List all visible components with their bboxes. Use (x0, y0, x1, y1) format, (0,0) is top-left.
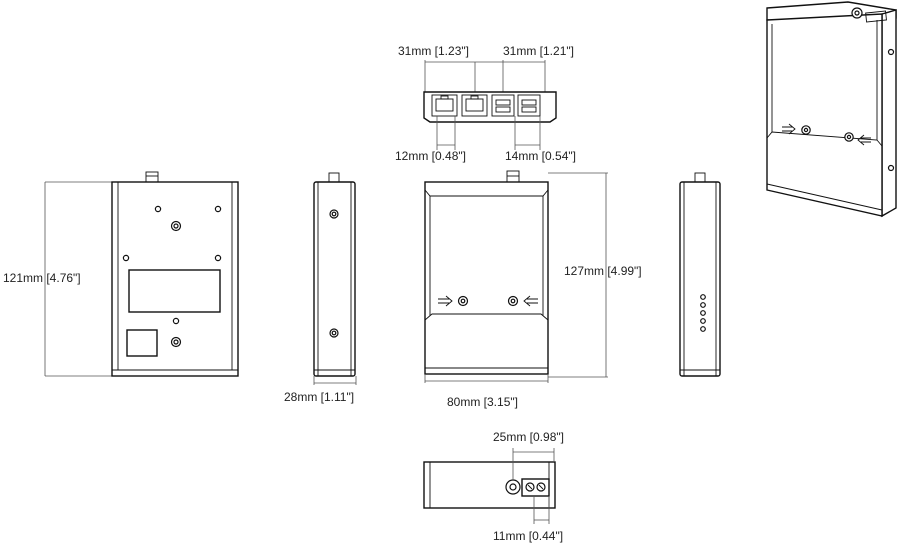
top-view: 31mm [1.23"] 31mm [1.21"] 12mm [0.48"] 1… (395, 44, 576, 163)
usb-width-label: 31mm [1.21"] (503, 44, 574, 58)
side-view-left: 28mm [1.11"] (284, 172, 357, 404)
rear-view: 121mm [4.76"] (3, 171, 239, 377)
isometric-view (766, 1, 897, 218)
usb-port-1 (491, 94, 515, 117)
arrow-left-icon (523, 295, 538, 307)
front-height-label: 127mm [4.99"] (564, 264, 642, 278)
terminal-block (521, 478, 550, 497)
rj45-port-2 (461, 94, 488, 117)
side-depth-label: 28mm [1.11"] (284, 390, 354, 404)
usb-port-2 (517, 94, 541, 117)
mount-hole (154, 205, 162, 213)
label-plate (128, 269, 221, 313)
rj45-port-1 (431, 94, 458, 117)
usb-offset-label: 14mm [0.54"] (505, 149, 576, 163)
terminal-width-label: 11mm [0.44"] (493, 529, 563, 543)
side-view-right (679, 172, 721, 377)
front-view: 127mm [4.99"] 80mm [3.15"] (424, 170, 642, 409)
bottom-view: 25mm [0.98"] 11mm [0.44"] (423, 430, 564, 543)
power-offset-label: 25mm [0.98"] (493, 430, 564, 444)
rj45-offset-label: 12mm [0.48"] (395, 149, 466, 163)
mount-hole (214, 205, 222, 213)
led-indicators (700, 294, 706, 332)
power-jack (505, 479, 521, 495)
rj45-width-label: 31mm [1.23"] (398, 44, 469, 58)
arrow-right-icon (438, 295, 453, 307)
rear-height-label: 121mm [4.76"] (3, 271, 81, 285)
front-width-label: 80mm [3.15"] (447, 395, 518, 409)
